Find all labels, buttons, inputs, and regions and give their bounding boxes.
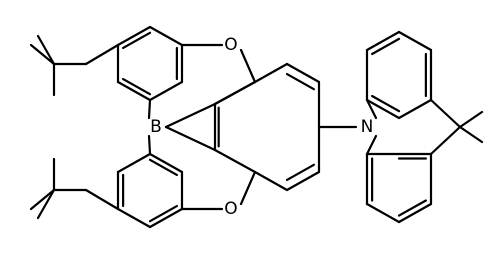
bond-line: [164, 102, 217, 129]
double-bond-line: [148, 158, 178, 177]
double-bond-line: [122, 31, 152, 50]
bond-line: [429, 98, 462, 129]
double-bond-line: [371, 37, 401, 56]
bond-line: [148, 25, 184, 47]
double-bond-line: [397, 199, 427, 217]
bond-line: [116, 152, 152, 174]
bond-line: [429, 125, 462, 156]
double-bond-line: [371, 94, 401, 113]
bond-line: [285, 170, 321, 192]
bond-line: [213, 80, 257, 106]
bond-line: [397, 98, 433, 120]
nitrogen-atom-label: N: [361, 117, 374, 137]
bond-line: [84, 188, 120, 211]
bond-line: [458, 110, 484, 129]
bond-line: [239, 170, 257, 206]
double-bond-line: [285, 163, 315, 182]
oxygen-atom-label-top: O: [224, 35, 237, 55]
bond-line: [365, 98, 378, 120]
bond-line: [397, 202, 433, 224]
bond-line: [365, 202, 401, 224]
bond-line: [147, 134, 152, 156]
bond-line: [116, 80, 152, 102]
bond-line: [36, 34, 56, 66]
bond-line: [365, 30, 401, 52]
bond-line: [365, 134, 378, 156]
double-bond-line: [285, 72, 315, 91]
bond-line: [253, 62, 289, 84]
bond-lines: [29, 25, 484, 229]
bond-line: [253, 170, 289, 192]
double-bond-line: [148, 204, 178, 223]
bond-line: [164, 125, 217, 152]
double-bond-line: [122, 77, 152, 96]
bond-line: [36, 188, 56, 220]
bond-line: [239, 48, 257, 84]
bond-line: [29, 43, 56, 66]
bond-line: [84, 43, 120, 66]
bond-line: [148, 207, 184, 229]
bond-line: [147, 98, 152, 120]
oxygen-atom-label-bottom: O: [224, 199, 237, 219]
bond-line: [116, 207, 152, 229]
bond-line: [148, 152, 184, 174]
bond-line: [458, 125, 484, 144]
bond-line: [148, 80, 184, 102]
bond-line: [397, 30, 433, 52]
bond-line: [285, 62, 321, 84]
bond-line: [116, 25, 152, 47]
bond-line: [29, 188, 56, 211]
boron-atom-label: B: [150, 117, 162, 137]
bond-line: [213, 148, 257, 174]
bond-line: [365, 98, 401, 120]
